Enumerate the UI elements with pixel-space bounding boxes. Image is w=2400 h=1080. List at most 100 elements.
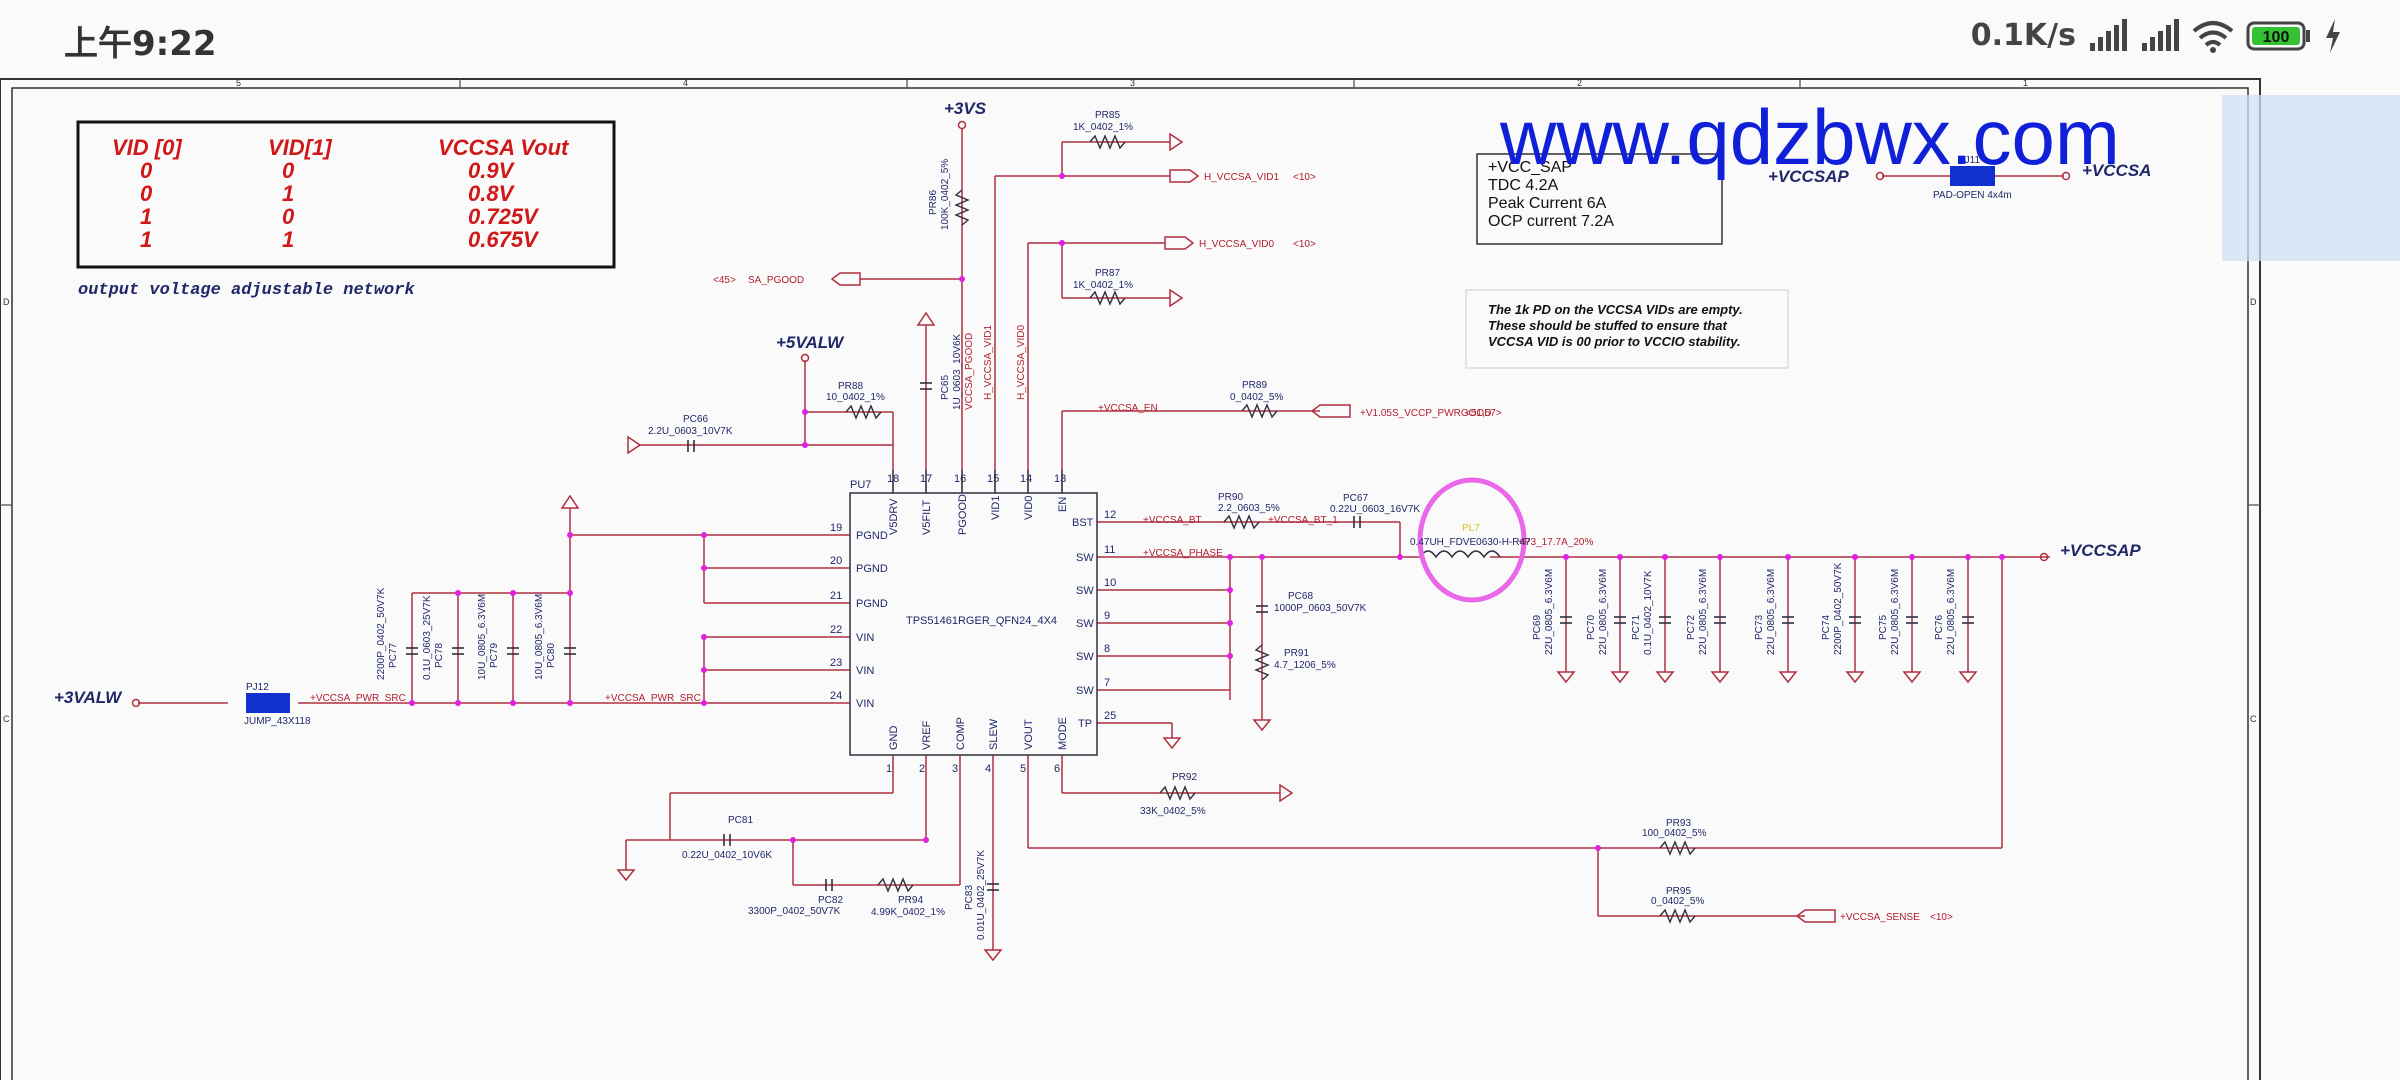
rail-vccsa-top: +VCCSA bbox=[2082, 161, 2151, 180]
pr95-symbol bbox=[1659, 908, 1696, 924]
pr87-ref: PR87 bbox=[1095, 268, 1120, 279]
resistor-symbols bbox=[845, 134, 1696, 924]
pr86-symbol bbox=[954, 189, 970, 226]
ic-pin-num: 23 bbox=[830, 657, 842, 669]
net-vid0-vertical: H_VCCSA_VID0 bbox=[1016, 325, 1027, 400]
ic-pin-left: VIN bbox=[856, 632, 874, 644]
ground-icon bbox=[1162, 737, 1182, 750]
ground-icon bbox=[1958, 671, 1978, 684]
pr88-ref: PR88 bbox=[838, 381, 863, 392]
port-h-vid1 bbox=[1169, 169, 1200, 183]
charging-icon bbox=[2326, 18, 2340, 53]
pl7-ref: PL7 bbox=[1462, 523, 1480, 534]
net-pwr-src-2: +VCCSA_PWR_SRC bbox=[605, 693, 701, 704]
pr85-val: 1K_0402_1% bbox=[1073, 122, 1133, 133]
ic-pin-num: 14 bbox=[1020, 473, 1032, 485]
ic-pin-right: SW bbox=[1076, 685, 1094, 697]
vid-table-cell: 1 bbox=[282, 227, 294, 252]
pc83-ref: PC83 bbox=[964, 885, 975, 910]
terminal bbox=[131, 698, 141, 708]
ic-pin-top: PGOOD bbox=[957, 494, 969, 535]
ic-pin-num: 11 bbox=[1104, 544, 1115, 556]
net-pwrgood: +V1.05S_VCCP_PWRGOOD bbox=[1360, 408, 1491, 419]
pc77-val: 2200P_0402_50V7K bbox=[376, 587, 387, 680]
spec-line: OCP current 7.2A bbox=[1488, 213, 1614, 230]
pc79-val: 10U_0805_6.3V6M bbox=[477, 594, 488, 680]
net-h-vid1-ref: <10> bbox=[1293, 172, 1316, 183]
wifi-icon bbox=[2192, 20, 2234, 53]
highlight-circle bbox=[1417, 477, 1527, 603]
overlay-panel bbox=[2222, 95, 2400, 261]
ic-pin-bottom: GND bbox=[888, 726, 900, 751]
net-phase: +VCCSA_PHASE bbox=[1143, 548, 1223, 559]
ic-pin-left: VIN bbox=[856, 698, 874, 710]
terminal bbox=[957, 120, 967, 130]
spec-box: +VCC_SAP TDC 4.2A Peak Current 6A OCP cu… bbox=[1476, 153, 1723, 245]
frame-row-d: D bbox=[3, 297, 10, 307]
ic-pin-num: 25 bbox=[1104, 710, 1116, 722]
ground-icon bbox=[1610, 671, 1630, 684]
pr92-val: 33K_0402_5% bbox=[1140, 806, 1206, 817]
pr95-ref: PR95 bbox=[1666, 886, 1691, 897]
ic-pin-num: 10 bbox=[1104, 577, 1116, 589]
status-bar: 上午9:22 0.1K/s 100 bbox=[0, 0, 2400, 76]
terminal bbox=[2039, 552, 2049, 562]
ic-pin-num: 2 bbox=[919, 763, 925, 775]
vid-table-cell: 0 bbox=[282, 204, 295, 229]
pr95-val: 0_0402_5% bbox=[1651, 896, 1704, 907]
ic-pin-bottom: COMP bbox=[955, 717, 967, 750]
ground-icon bbox=[1279, 783, 1294, 803]
net-sense-ref: <10> bbox=[1930, 912, 1953, 923]
pc67-ref: PC67 bbox=[1343, 493, 1368, 504]
pr90-val: 2.2_0603_5% bbox=[1218, 503, 1280, 514]
net-h-vid0-ref: <10> bbox=[1293, 239, 1316, 250]
ic-pin-right: SW bbox=[1076, 552, 1094, 564]
terminal bbox=[2061, 171, 2071, 181]
frame-row-c: C bbox=[3, 714, 10, 724]
frame-col-4: 4 bbox=[683, 78, 688, 88]
ic-pin-num: 16 bbox=[954, 473, 966, 485]
pc65-val: 1U_0603_10V6K bbox=[952, 333, 963, 410]
frame-row-d-right: D bbox=[2250, 297, 2257, 307]
pr89-symbol bbox=[1241, 403, 1278, 419]
frame-col-5: 5 bbox=[236, 78, 241, 88]
battery-level: 100 bbox=[2263, 29, 2290, 46]
port-pwrgood bbox=[1310, 404, 1351, 418]
pr88-symbol bbox=[845, 404, 882, 420]
rail-3vs: +3VS bbox=[944, 99, 987, 118]
net-sense: +VCCSA_SENSE bbox=[1840, 912, 1920, 923]
pj12-part bbox=[246, 693, 290, 713]
pr92-ref: PR92 bbox=[1172, 772, 1197, 783]
signal-icon-2 bbox=[2142, 18, 2179, 51]
port-pgood bbox=[830, 272, 861, 286]
vid-table-cell: 0 bbox=[282, 158, 295, 183]
out-cap-ref: PC73 bbox=[1754, 615, 1765, 640]
vid-table-header-2: VCCSA Vout bbox=[438, 135, 570, 160]
pr91-val: 4.7_1206_5% bbox=[1274, 660, 1336, 671]
rail-vccsap-out: +VCCSAP bbox=[2060, 541, 2141, 560]
pj12-ref: PJ12 bbox=[246, 682, 269, 693]
ic-pin-num: 24 bbox=[830, 690, 842, 702]
pc78-ref: PC78 bbox=[434, 643, 445, 668]
ic-pin-top: EN bbox=[1057, 497, 1069, 512]
ic-pin-top: V5DRV bbox=[888, 498, 900, 535]
pr94-symbol bbox=[877, 877, 914, 893]
ic-pin-num: 7 bbox=[1104, 677, 1110, 689]
pr94-val: 4.99K_0402_1% bbox=[871, 907, 945, 918]
pc66-ref: PC66 bbox=[683, 414, 708, 425]
ground-icon bbox=[916, 311, 936, 326]
ic-pin-bottom: VREF bbox=[921, 720, 933, 750]
pc80-ref: PC80 bbox=[546, 643, 557, 668]
ground-icon bbox=[1710, 671, 1730, 684]
pc77-ref: PC77 bbox=[388, 643, 399, 668]
output-cap-plates bbox=[1560, 616, 1974, 624]
ic-pin-left: VIN bbox=[856, 665, 874, 677]
rail-vccsap-top: +VCCSAP bbox=[1768, 167, 1849, 186]
out-cap-val: 22U_0805_6.3V6M bbox=[1544, 569, 1555, 655]
net-pwrgood-ref: <51,57> bbox=[1465, 408, 1502, 419]
ic-pin-bottom: SLEW bbox=[988, 718, 1000, 750]
net-en: +VCCSA_EN bbox=[1098, 403, 1158, 414]
ground-icon bbox=[560, 494, 580, 509]
pr87-val: 1K_0402_1% bbox=[1073, 280, 1133, 291]
vid-table-cell: 0 bbox=[140, 158, 153, 183]
